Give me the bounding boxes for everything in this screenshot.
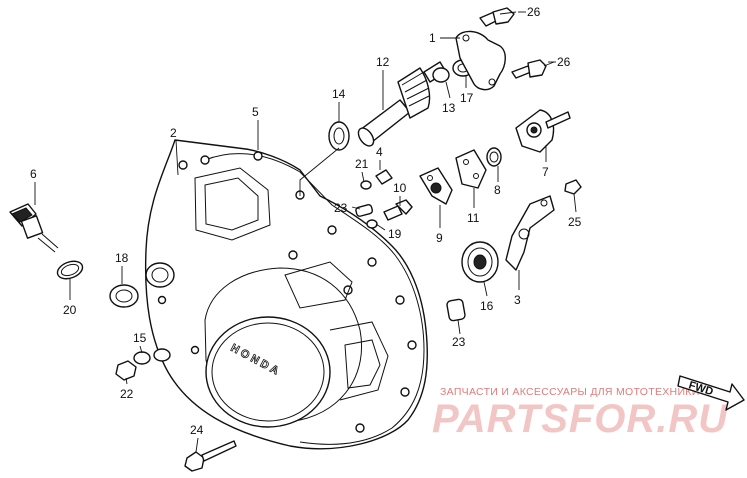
label-25: 25	[568, 215, 582, 229]
label-14: 14	[332, 87, 346, 101]
nut-22	[115, 360, 137, 381]
label-5: 5	[252, 105, 259, 119]
shift-arm-7	[515, 109, 571, 153]
part-number-labels: 1 2 3 4 5 6 7 8 9 10 11 12 13 14 15 16 1…	[30, 5, 582, 437]
label-1: 1	[429, 31, 436, 45]
watermark-caption: ЗАПЧАСТИ И АКСЕССУАРЫ ДЛЯ МОТОТЕХНИКИ	[440, 386, 700, 398]
label-26-lower: 26	[557, 55, 571, 69]
oil-filler-cap	[9, 203, 59, 253]
label-3: 3	[514, 293, 521, 307]
oil-pump-shaft-gear	[357, 61, 447, 147]
label-16: 16	[480, 299, 494, 313]
bolt-10	[383, 199, 413, 221]
label-15: 15	[133, 331, 147, 345]
label-23-upper: 23	[334, 201, 348, 215]
bolt-24	[184, 440, 237, 472]
label-12: 12	[376, 55, 390, 69]
washer-21	[360, 180, 372, 190]
washer-19	[366, 219, 378, 229]
pin-4	[375, 169, 393, 185]
bolt-26-upper	[479, 7, 515, 27]
label-8: 8	[494, 183, 501, 197]
label-20: 20	[63, 303, 77, 317]
label-7: 7	[542, 165, 549, 179]
washer-15	[133, 351, 151, 365]
label-2: 2	[170, 126, 177, 140]
label-18: 18	[115, 251, 129, 265]
label-6: 6	[30, 167, 37, 181]
crankcase-cover: HONDA	[144, 139, 428, 450]
seal-13	[432, 67, 450, 83]
watermark-brand: PARTSFOR.RU	[432, 397, 728, 441]
bolt-26-lower	[511, 59, 547, 79]
dowel-23-lower	[446, 298, 466, 322]
label-23-lower: 23	[452, 335, 466, 349]
label-11: 11	[467, 211, 480, 225]
stopper-arm-3	[505, 195, 555, 271]
o-ring-20	[56, 260, 84, 280]
label-13: 13	[442, 101, 456, 115]
label-9: 9	[436, 231, 443, 245]
label-24: 24	[190, 423, 204, 437]
label-22: 22	[120, 387, 134, 401]
oil-seal-18	[109, 284, 139, 308]
plate-11	[455, 149, 487, 189]
seal-14	[328, 121, 350, 151]
label-10: 10	[393, 181, 407, 195]
bearing-16	[461, 241, 499, 283]
label-17: 17	[460, 91, 474, 105]
label-19: 19	[388, 227, 402, 241]
bolt-25	[564, 179, 582, 195]
label-26-upper: 26	[527, 5, 541, 19]
leader-lines	[34, 11, 577, 453]
label-21: 21	[355, 157, 369, 171]
lever-9	[419, 167, 453, 205]
label-4: 4	[376, 145, 383, 159]
dowel-23-upper	[355, 204, 374, 217]
retaining-plate-1	[455, 30, 506, 91]
spring-8	[486, 147, 502, 167]
